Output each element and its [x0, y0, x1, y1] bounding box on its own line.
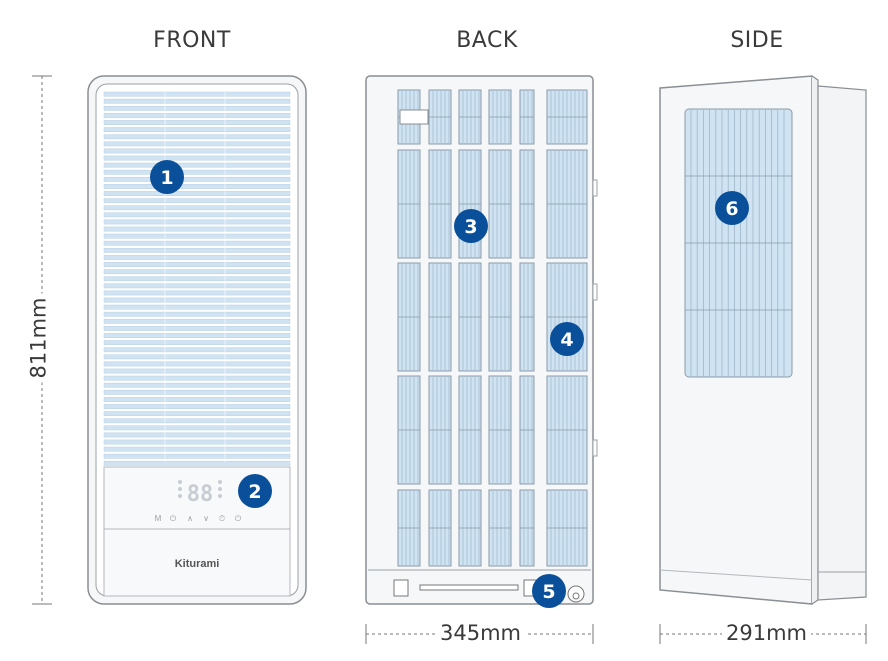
- width-dimension-line: [365, 624, 594, 644]
- callout-4: 4: [550, 322, 584, 356]
- svg-text:2: 2: [248, 481, 261, 503]
- depth-dimension-label: 291mm: [722, 621, 811, 645]
- display-digits: 88: [187, 482, 214, 507]
- svg-text:6: 6: [725, 198, 738, 220]
- back-filter-grilles: [397, 89, 588, 567]
- filter-module: [546, 89, 588, 145]
- side-filter-panel: [684, 108, 793, 378]
- filter-module: [519, 89, 535, 145]
- filter-module: [546, 375, 588, 485]
- display-panel: 88: [178, 480, 222, 507]
- svg-text:5: 5: [542, 581, 555, 603]
- filter-module: [458, 489, 482, 567]
- callout-3: 3: [454, 209, 488, 243]
- fan-button[interactable]: ⏱: [219, 514, 225, 523]
- filter-module: [546, 489, 588, 567]
- filter-module: [397, 149, 421, 259]
- callout-2: 2: [238, 474, 272, 508]
- svg-text:3: 3: [464, 216, 477, 238]
- filter-module: [519, 489, 535, 567]
- side-view-label: SIDE: [730, 28, 784, 53]
- down-button[interactable]: ∨: [203, 514, 209, 523]
- filter-module: [488, 89, 512, 145]
- timer-button[interactable]: ⏻: [170, 514, 177, 523]
- front-grille: [103, 91, 291, 466]
- filter-module: [458, 262, 482, 372]
- up-button[interactable]: ∧: [187, 514, 193, 523]
- brand-logo: Kiturami: [175, 558, 220, 570]
- front-view-label: FRONT: [153, 28, 231, 53]
- filter-module: [546, 149, 588, 259]
- filter-module: [428, 375, 452, 485]
- control-buttons-row: M ⏻ ∧ ∨ ⏱ ⏻: [155, 514, 242, 523]
- power-button[interactable]: ⏻: [235, 514, 242, 523]
- filter-module: [488, 262, 512, 372]
- filter-module: [458, 89, 482, 145]
- filter-module: [428, 149, 452, 259]
- filter-module: [488, 489, 512, 567]
- filter-module: [397, 375, 421, 485]
- callout-6: 6: [715, 191, 749, 225]
- filter-module: [519, 149, 535, 259]
- filter-module: [428, 89, 452, 145]
- back-unit: [365, 75, 598, 605]
- callout-5: 5: [532, 574, 566, 608]
- filter-module: [458, 375, 482, 485]
- filter-module: [488, 149, 512, 259]
- filter-module: [488, 375, 512, 485]
- svg-text:4: 4: [560, 329, 573, 351]
- width-dimension-label: 345mm: [436, 621, 525, 645]
- filter-module: [428, 489, 452, 567]
- callout-1: 1: [150, 160, 184, 194]
- svg-text:1: 1: [160, 167, 173, 189]
- side-unit: [659, 75, 867, 605]
- mode-button[interactable]: M: [155, 514, 162, 523]
- filter-module: [519, 375, 535, 485]
- filter-module: [397, 262, 421, 372]
- filter-module: [519, 262, 535, 372]
- filter-module: [428, 262, 452, 372]
- filter-module: [546, 262, 588, 372]
- back-view-label: BACK: [456, 28, 518, 53]
- filter-module: [397, 489, 421, 567]
- height-dimension-label: 811mm: [26, 293, 51, 383]
- front-unit: 88 M ⏻ ∧ ∨ ⏱ ⏻ Kiturami: [87, 75, 307, 605]
